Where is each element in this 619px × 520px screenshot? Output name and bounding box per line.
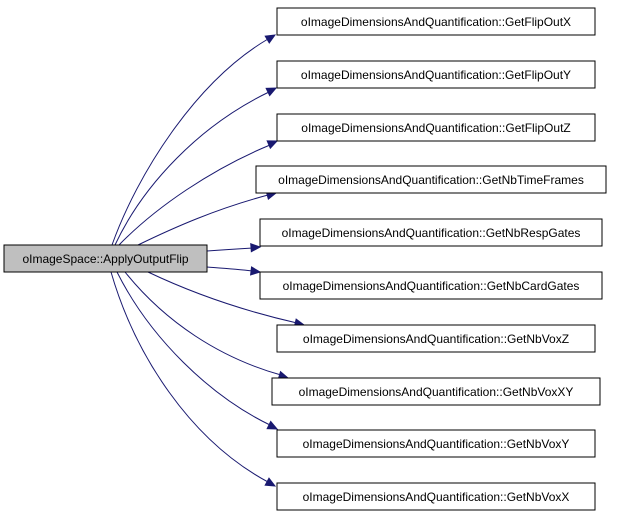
callee-node-box: [276, 429, 596, 458]
root-node-label: oImageSpace::ApplyOutputFlip: [22, 252, 188, 266]
callee-node-label: oImageDimensionsAndQuantification::GetNb…: [278, 173, 584, 187]
call-edge-arrowhead: [250, 243, 262, 253]
callee-node-box: [271, 377, 601, 406]
callee-node-label: oImageDimensionsAndQuantification::GetFl…: [301, 15, 571, 29]
callee-node-box: [276, 60, 596, 89]
root-node-box: [3, 244, 208, 273]
call-edge: [147, 271, 298, 324]
call-edge: [206, 266, 254, 272]
callee-node[interactable]: oImageDimensionsAndQuantification::GetNb…: [259, 218, 603, 247]
call-edge-arrowhead: [249, 266, 262, 276]
callee-node-box: [255, 165, 607, 194]
call-edge: [114, 91, 270, 246]
callee-node[interactable]: oImageDimensionsAndQuantification::GetNb…: [276, 324, 596, 353]
callee-node-label: oImageDimensionsAndQuantification::GetNb…: [283, 279, 580, 293]
callee-node[interactable]: oImageDimensionsAndQuantification::GetNb…: [276, 482, 596, 511]
call-edge: [110, 271, 269, 483]
callee-node[interactable]: oImageDimensionsAndQuantification::GetFl…: [276, 60, 596, 89]
call-edge-arrowhead: [266, 140, 279, 150]
callee-node[interactable]: oImageDimensionsAndQuantification::GetNb…: [259, 271, 603, 300]
callee-node-label: oImageDimensionsAndQuantification::GetNb…: [303, 437, 570, 451]
call-edge-arrowhead: [264, 34, 277, 44]
root-node[interactable]: oImageSpace::ApplyOutputFlip: [3, 244, 208, 273]
callee-node[interactable]: oImageDimensionsAndQuantification::GetFl…: [276, 113, 596, 142]
callee-node-box: [276, 113, 596, 142]
call-edge: [111, 38, 269, 246]
call-edge: [206, 247, 254, 252]
call-edge: [116, 271, 271, 426]
call-edge: [118, 144, 271, 246]
callee-node-label: oImageDimensionsAndQuantification::GetNb…: [299, 385, 574, 399]
callee-node[interactable]: oImageDimensionsAndQuantification::GetNb…: [276, 429, 596, 458]
callee-node-box: [276, 7, 596, 36]
callee-node-box: [259, 218, 603, 247]
call-edge: [137, 194, 269, 246]
callee-node-box: [259, 271, 603, 300]
callee-node-box: [276, 324, 596, 353]
callee-node[interactable]: oImageDimensionsAndQuantification::GetFl…: [276, 7, 596, 36]
callee-node[interactable]: oImageDimensionsAndQuantification::GetNb…: [255, 165, 607, 194]
callee-nodes: oImageDimensionsAndQuantification::GetFl…: [255, 7, 607, 511]
callee-node[interactable]: oImageDimensionsAndQuantification::GetNb…: [271, 377, 601, 406]
call-edge-arrowhead: [266, 420, 279, 430]
call-edge: [124, 271, 282, 376]
callee-node-label: oImageDimensionsAndQuantification::GetNb…: [303, 332, 569, 346]
callee-node-label: oImageDimensionsAndQuantification::GetNb…: [303, 490, 570, 504]
callee-node-label: oImageDimensionsAndQuantification::GetFl…: [301, 121, 570, 135]
callee-node-box: [276, 482, 596, 511]
call-edge-arrowhead: [264, 477, 277, 487]
callee-node-label: oImageDimensionsAndQuantification::GetFl…: [301, 68, 571, 82]
call-edge-arrowhead: [265, 87, 278, 97]
callee-node-label: oImageDimensionsAndQuantification::GetNb…: [282, 226, 581, 240]
